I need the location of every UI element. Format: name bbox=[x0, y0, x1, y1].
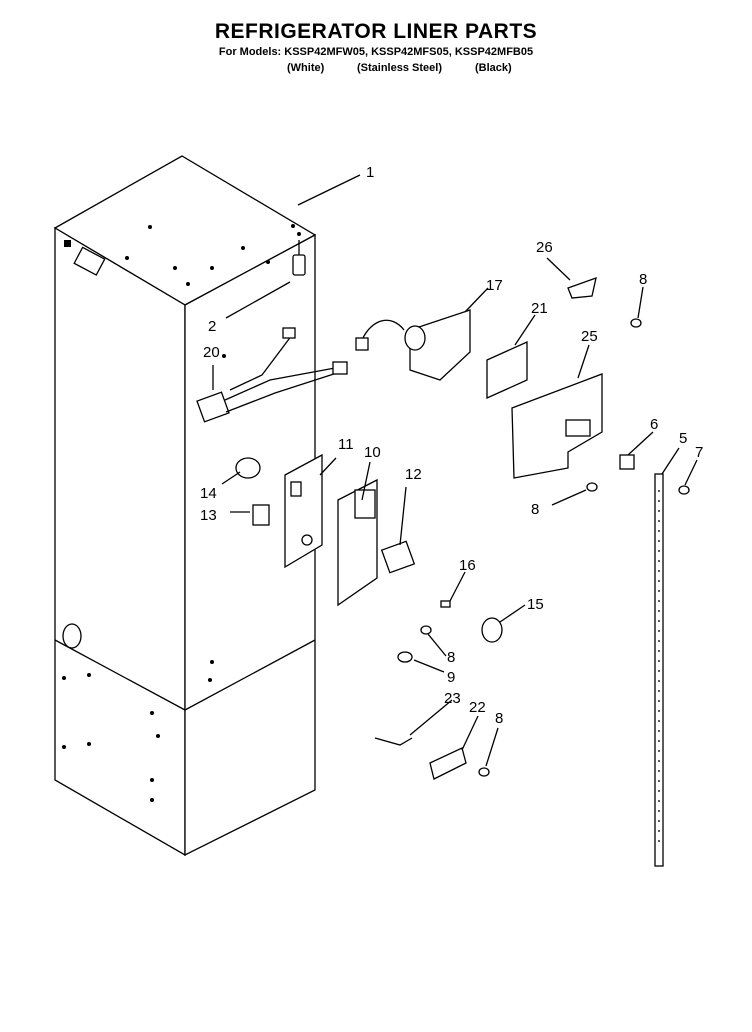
leader-lines bbox=[212, 174, 698, 767]
callout-25: 25 bbox=[581, 328, 598, 345]
part-wire-harness bbox=[196, 327, 348, 423]
models-line: For Models: KSSP42MFW05, KSSP42MFS05, KS… bbox=[218, 46, 534, 58]
callout-10: 10 bbox=[364, 444, 381, 461]
liner-cabinet bbox=[53, 155, 317, 857]
variant-white: (White) bbox=[287, 62, 325, 74]
part-fasteners bbox=[374, 276, 690, 780]
callout-7: 7 bbox=[695, 444, 703, 461]
callout-13: 13 bbox=[200, 507, 217, 524]
callout-16: 16 bbox=[459, 557, 476, 574]
callout-8-bottom: 8 bbox=[495, 710, 503, 727]
callout-2: 2 bbox=[208, 318, 216, 335]
callout-23: 23 bbox=[444, 690, 461, 707]
callout-8-mid: 8 bbox=[531, 501, 539, 518]
callout-15: 15 bbox=[527, 596, 544, 613]
callout-22: 22 bbox=[469, 699, 486, 716]
callout-14: 14 bbox=[200, 485, 217, 502]
callout-17: 17 bbox=[486, 277, 503, 294]
callout-8-top: 8 bbox=[639, 271, 647, 288]
variant-black: (Black) bbox=[475, 62, 512, 74]
callout-6: 6 bbox=[650, 416, 658, 433]
callout-1: 1 bbox=[366, 164, 374, 181]
callout-11: 11 bbox=[338, 436, 354, 453]
callout-20: 20 bbox=[203, 344, 220, 361]
part-light-socket bbox=[292, 240, 306, 276]
callout-9: 9 bbox=[447, 669, 455, 686]
part-rail bbox=[654, 473, 664, 867]
callout-labels: 1 2 20 11 10 12 14 13 17 21 25 26 8 8 6 … bbox=[200, 164, 703, 727]
callout-8-low: 8 bbox=[447, 649, 455, 666]
callout-26: 26 bbox=[536, 239, 553, 256]
part-control-brackets bbox=[235, 453, 416, 607]
diagram-title: REFRIGERATOR LINER PARTS bbox=[214, 20, 538, 43]
callout-5: 5 bbox=[679, 430, 687, 447]
callout-21: 21 bbox=[531, 300, 548, 317]
part-control-housings bbox=[355, 309, 603, 479]
variant-stainless: (Stainless Steel) bbox=[357, 62, 442, 74]
callout-12: 12 bbox=[405, 466, 422, 483]
